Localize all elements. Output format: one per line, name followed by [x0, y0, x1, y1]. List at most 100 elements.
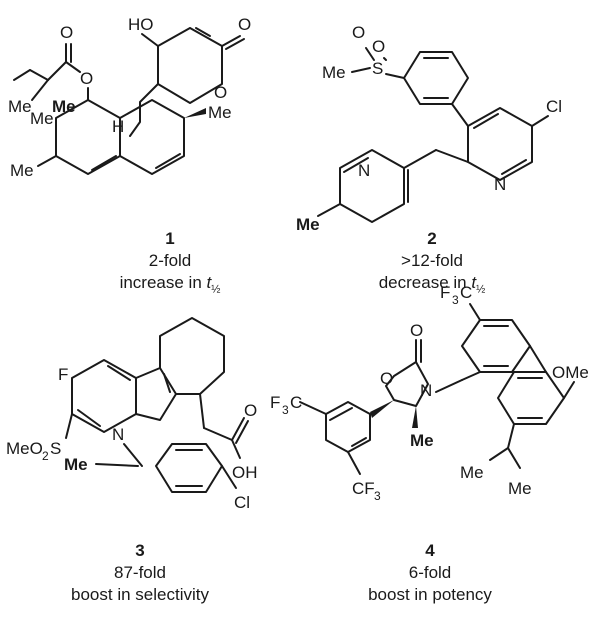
atom-label: O: [238, 15, 251, 34]
bond: [351, 67, 371, 73]
effect-text: boost in potency: [368, 585, 492, 604]
caption-compound-2: 2 >12-fold decrease in t½: [302, 228, 562, 300]
atom-label: N: [494, 175, 506, 194]
bond: [329, 407, 353, 421]
atom-label: Me: [322, 63, 346, 82]
atom-label: MeO: [6, 439, 43, 458]
bond: [469, 303, 481, 321]
atom-label: Cl: [546, 97, 562, 116]
bond: [403, 51, 469, 105]
atom-label: 3: [452, 293, 459, 307]
bond: [195, 27, 211, 37]
atom-label: Me: [30, 109, 54, 128]
compound-number: 2: [427, 229, 437, 248]
bond: [385, 73, 405, 79]
atom-label: Me: [410, 431, 434, 450]
fold-change: 87-fold: [114, 563, 166, 582]
bond: [225, 38, 245, 50]
atom-label: Me: [296, 215, 320, 234]
bond: [29, 69, 49, 81]
atom-label: Me: [460, 463, 484, 482]
atom-label: OMe: [552, 363, 589, 382]
atom-label: O: [80, 69, 93, 88]
caption-compound-3: 3 87-fold boost in selectivity: [10, 540, 270, 606]
atom-label: OH: [232, 463, 258, 482]
bond: [347, 451, 361, 475]
fold-change: 2-fold: [148, 251, 192, 270]
bond: [317, 203, 341, 217]
caption-compound-4: 4 6-fold boost in potency: [300, 540, 560, 606]
bond: [31, 79, 49, 101]
bond: [461, 319, 531, 373]
bond: [365, 47, 375, 61]
atom-label: Me: [8, 97, 32, 116]
bond: [231, 439, 241, 459]
bond: [299, 401, 327, 415]
atom-label: CF: [352, 479, 375, 498]
wedge-bond: [184, 108, 206, 118]
bond: [199, 393, 205, 429]
bond: [435, 149, 469, 163]
atom-label: N: [420, 381, 432, 400]
bond: [71, 359, 137, 433]
bond: [461, 371, 481, 381]
bond: [37, 155, 57, 167]
atom-label: Me: [208, 103, 232, 122]
compound-number: 3: [135, 541, 145, 560]
atom-label: Me: [10, 161, 34, 180]
atom-label: O: [380, 369, 393, 388]
bond: [563, 381, 575, 399]
bond: [163, 373, 171, 393]
atom-label: N: [112, 425, 124, 444]
wedge-bond: [370, 400, 394, 418]
bond: [95, 463, 139, 467]
atom-label: O: [352, 23, 365, 42]
atom-label: H: [112, 117, 124, 136]
structure-compound-4: F 3 C O O N Me F 3 C CF 3 O: [270, 283, 589, 503]
atom-label: HO: [128, 15, 154, 34]
atom-label: Me: [52, 97, 76, 116]
bond: [155, 443, 223, 493]
bond: [91, 155, 117, 171]
atom-label: O: [244, 401, 257, 420]
bond: [451, 103, 469, 127]
structure-compound-1: HO O O H Me Me O O Me Me Me: [8, 15, 251, 180]
atom-label: S: [50, 439, 61, 458]
compound-number: 4: [425, 541, 435, 560]
bond: [531, 115, 549, 127]
atom-label: F: [58, 365, 68, 384]
fold-change: >12-fold: [401, 251, 463, 270]
atom-label: C: [460, 283, 472, 302]
bond: [65, 413, 73, 439]
atom-label: S: [372, 59, 383, 78]
bond: [435, 379, 463, 393]
bond: [325, 401, 371, 453]
atom-label: N: [358, 161, 370, 180]
atom-label: 3: [282, 403, 289, 417]
bond: [351, 437, 367, 447]
atom-label: C: [290, 393, 302, 412]
fold-change: 6-fold: [408, 563, 452, 582]
bond: [135, 367, 177, 421]
bond: [119, 99, 185, 175]
bond: [529, 345, 547, 373]
bond: [155, 153, 181, 169]
bond: [235, 420, 249, 444]
bond: [507, 447, 521, 469]
bond: [221, 35, 241, 47]
bond: [339, 149, 437, 223]
atom-label: 2: [42, 449, 49, 463]
bond: [77, 409, 101, 427]
bond: [65, 61, 81, 73]
atom-label: Me: [64, 455, 88, 474]
bond: [383, 57, 387, 61]
bond: [467, 107, 533, 181]
atom-label: 3: [374, 489, 381, 503]
bond: [221, 465, 237, 489]
atom-label: Me: [508, 479, 532, 498]
atom-label: O: [60, 23, 73, 42]
bond: [13, 69, 31, 81]
atom-label: F: [440, 283, 450, 302]
caption-compound-1: 1 2-fold increase in t½: [40, 228, 300, 300]
